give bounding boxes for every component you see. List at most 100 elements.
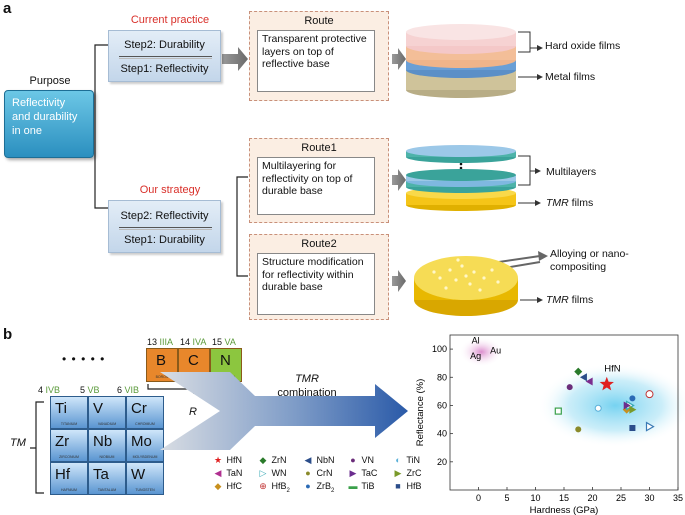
legend-marker: ●	[305, 481, 311, 491]
tm-element-v: V VANADIUM	[88, 396, 126, 429]
x-tick-label: 20	[587, 493, 597, 503]
legend-marker: ▶	[394, 468, 402, 478]
legend-item: ● CrN	[302, 468, 332, 478]
route1-tmr-italic: TMR	[546, 197, 569, 209]
tm-group-6-grp: VIB	[124, 385, 140, 395]
tm-element-symbol: Ti	[55, 400, 67, 417]
nitride-region-glow	[537, 363, 685, 448]
route2-tmr-italic: TMR	[546, 294, 569, 306]
tm-group-5-grp: VB	[87, 385, 100, 395]
purpose-box: Reflectivity and durability in one	[4, 90, 94, 158]
legend-marker: ⊕	[259, 481, 267, 491]
tm-element-name: CHROMIUM	[135, 422, 155, 426]
tm-element-symbol: Cr	[131, 400, 147, 417]
legend-item: ● VN	[347, 455, 374, 465]
route1-title: Route1	[301, 142, 337, 154]
legend-label: TaN	[224, 468, 243, 478]
x-tick-label: 15	[559, 493, 569, 503]
legend-marker: ◆	[259, 455, 267, 465]
chart-legend: ★ HfN◆ ZrN◀ NbN● VN◐ TiN◀ TaN▷ WN● CrN▶ …	[212, 455, 442, 515]
legend-marker: ●	[305, 468, 311, 478]
tm-group-4-grp: IVB	[45, 385, 61, 395]
r-label: R	[189, 406, 197, 418]
point-tin	[594, 404, 602, 412]
legend-label: ZrB	[314, 481, 332, 491]
hard-oxide-label: Hard oxide films	[545, 40, 621, 52]
r-group-13: 13 IIIA	[147, 337, 173, 347]
point-nbn	[579, 373, 587, 382]
legend-item: ● ZrB2	[302, 481, 334, 494]
legend-label-sub: 2	[286, 487, 290, 494]
y-axis-label: Reflectance (%)	[415, 379, 426, 447]
tm-element-name: ZIRCONIUM	[59, 455, 79, 459]
tm-element-name: TANTALUM	[97, 488, 117, 492]
route2-box: Route2 Structure modification for reflec…	[249, 234, 389, 320]
route2-disk	[414, 256, 518, 316]
current-route-title: Route	[304, 15, 334, 27]
purpose-text: Reflectivity and durability in one	[12, 97, 78, 137]
legend-item: ▬ TiB	[347, 481, 375, 491]
legend-item: ◐ TiN	[392, 455, 420, 465]
point-crn	[575, 426, 582, 433]
legend-item: ■ HfB	[392, 481, 421, 491]
tm-element-symbol: Nb	[93, 433, 113, 450]
highlight-label: HfN	[604, 364, 621, 375]
point-zrc	[629, 405, 637, 414]
x-tick-label: 10	[530, 493, 540, 503]
metal-films-label: Metal films	[545, 71, 596, 83]
legend-label: ZrC	[404, 468, 422, 478]
legend-item: ⊕ HfB2	[257, 481, 290, 494]
tm-group-6: 6 VIB	[117, 385, 139, 395]
route1-tmr-label: TMR films	[546, 197, 593, 209]
our-strategy-label: Our strategy	[139, 184, 201, 196]
combination-label: TMR combination	[262, 372, 352, 401]
legend-marker: ●	[350, 455, 356, 465]
point-zrn	[574, 367, 583, 376]
legend-item: ◆ ZrN	[257, 455, 287, 466]
tm-element-name: VANADIUM	[97, 422, 117, 426]
r-group-13-grp: IIIA	[159, 337, 174, 347]
tm-group-5-num: 5	[80, 385, 86, 395]
legend-label: ZrN	[269, 455, 287, 465]
current-layer-stack	[406, 24, 516, 98]
combination-rest: combination	[277, 387, 337, 400]
metal-label: Al	[472, 335, 480, 345]
tm-element-symbol: V	[93, 400, 104, 417]
route2-title: Route2	[301, 238, 337, 250]
legend-label: HfB	[269, 481, 287, 491]
tm-element-symbol: Hf	[55, 466, 70, 483]
tm-group-6-num: 6	[117, 385, 123, 395]
step-divider	[119, 56, 212, 59]
point-zrb2	[629, 395, 636, 402]
r-group-14: 14 IVA	[180, 337, 206, 347]
tm-element-name: MOLYBDENUM	[132, 455, 158, 459]
current-step-box: Step2: Durability Step1: Reflectivity	[108, 30, 221, 82]
tm-element-name: NIOBIUM	[99, 455, 115, 459]
x-axis-label: Hardness (GPa)	[530, 505, 599, 515]
legend-label: NbN	[314, 455, 335, 465]
dots-top-left: • • • • •	[62, 352, 106, 366]
x-tick-label: 0	[476, 493, 481, 503]
x-tick-label: 25	[616, 493, 626, 503]
legend-item: ▶ ZrC	[392, 468, 422, 479]
tm-element-symbol: Zr	[55, 433, 70, 450]
metal-label: Ag	[470, 351, 481, 361]
legend-item: ◀ NbN	[302, 455, 335, 466]
tm-element-name: TITANIUM	[60, 422, 78, 426]
metal-label: Au	[490, 345, 501, 355]
point-tan	[585, 377, 593, 386]
point-tac	[623, 401, 631, 410]
legend-marker: ◆	[214, 481, 222, 491]
point-hfb	[629, 425, 636, 431]
legend-marker: ▷	[259, 468, 267, 478]
legend-item: ★ HfN	[212, 455, 242, 466]
current-route-box: Route Transparent protective layers on t…	[249, 11, 389, 101]
tm-element-symbol: Ta	[93, 466, 109, 483]
y-tick-label: 20	[437, 457, 447, 467]
panel-a-letter: a	[3, 0, 12, 17]
